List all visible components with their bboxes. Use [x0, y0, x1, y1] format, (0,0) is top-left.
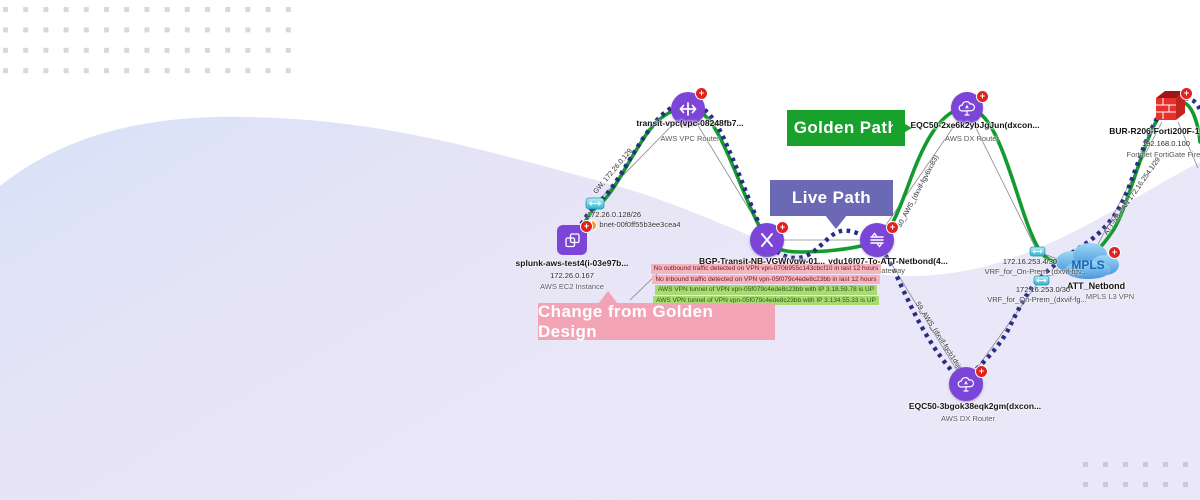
- alert-badge-icon: +: [976, 90, 989, 103]
- change-from-golden-design-callout: Change from Golden Design: [538, 291, 775, 341]
- vpn-alert-list: No outbound traffic detected on VPN vpn-…: [630, 264, 902, 306]
- dot-grid-bottom-right: [1083, 462, 1195, 498]
- dxgw-name: ydu16f07-To-ATT-Netbond(4...: [828, 256, 948, 266]
- dx-router-top-name: EQC50-2xe6k2ybJgJun(dxcon...: [910, 120, 1040, 130]
- vrf-a-cidr: 172.16.253.4/30: [1002, 257, 1058, 266]
- vpc-router-icon: [679, 102, 697, 116]
- vpn-gateway-icon: [761, 233, 773, 247]
- ec2-instance-icon: [564, 232, 580, 247]
- alert-badge-icon: +: [1180, 87, 1193, 100]
- subnet-cidr: 172.26.0.128/26: [586, 210, 642, 219]
- alert-line: AWS VPN tunnel of VPN vpn-05f079c4ede8c2…: [653, 295, 879, 305]
- vrf-a-name: VRF_for_On-Prem_(dxvif-fgv...: [984, 267, 1088, 276]
- live-path-callout: Live Path: [770, 180, 893, 229]
- ec2-ip: 172.26.0.167: [550, 271, 594, 280]
- dx-gateway-icon: [870, 232, 884, 248]
- dx-router-icon: [958, 101, 976, 116]
- ec2-type: AWS EC2 Instance: [540, 282, 604, 291]
- transit-vpc-name: transit-vpc(vpc-08248fb7...: [636, 118, 744, 128]
- firewall-type: Fortinet FortiGate Firew...: [1126, 150, 1200, 159]
- vrf-b-cidr: 172.16.253.0/30: [1015, 285, 1071, 294]
- live-path-label: Live Path: [791, 188, 872, 207]
- alert-badge-icon: +: [975, 365, 988, 378]
- mpls-label: MPLS: [1071, 258, 1104, 272]
- golden-path-label: Golden Path: [793, 118, 899, 137]
- dx-router-bottom-name: EQC50-3bgok38eqk2gm(dxcon...: [908, 401, 1042, 411]
- subnet-icon[interactable]: [585, 197, 605, 210]
- golden-path-callout: Golden Path: [787, 110, 912, 146]
- node-firewall[interactable]: [1150, 88, 1190, 128]
- vrf-b-name: VRF_for_On-Prem_(dxvif-fg...: [987, 295, 1087, 304]
- firewall-icon: [1156, 91, 1185, 120]
- mpls-cloud-icon[interactable]: MPLS: [1056, 243, 1119, 279]
- alert-badge-icon: +: [776, 221, 789, 234]
- dxgw-type: DX Gateway: [862, 266, 906, 275]
- transit-vpc-type: AWS VPC Router: [660, 134, 720, 143]
- vgw-name: BGP-Transit-NB-VGW(vgw-01...: [698, 256, 826, 266]
- alert-badge-icon: +: [886, 221, 899, 234]
- ec2-name: splunk-aws-test4(i-03e97b...: [515, 258, 629, 268]
- alert-badge-icon: +: [1108, 246, 1121, 259]
- firewall-ip: 192.168.0.100: [1142, 139, 1190, 148]
- dx-router-bottom-type: AWS DX Router: [941, 414, 995, 423]
- vrf-b-icon[interactable]: [1033, 275, 1050, 286]
- dx-router-top-type: AWS DX Router: [945, 134, 999, 143]
- dot-grid-top-left: [3, 7, 299, 79]
- alert-line: AWS VPN tunnel of VPN vpn-05f079c4ede8c2…: [654, 285, 878, 295]
- change-label: Change from Golden Design: [538, 301, 714, 341]
- mpls-type: MPLS L3 VPN: [1085, 292, 1135, 301]
- alert-line: No inbound traffic detected on VPN vpn-0…: [652, 274, 880, 284]
- node-dx-gateway[interactable]: [860, 223, 894, 257]
- vrf-a-icon[interactable]: [1029, 246, 1046, 257]
- mpls-name: ATT_Netbond: [1066, 281, 1126, 291]
- alert-badge-icon: +: [580, 220, 593, 233]
- dx-router-icon: [957, 377, 975, 392]
- subnet-name: bnet-00f0ff55b3ee3cea4: [599, 220, 681, 229]
- firewall-name: BUR-R206-Forti200F-1_(0...: [1109, 126, 1200, 136]
- alert-line: No outbound traffic detected on VPN vpn-…: [650, 264, 882, 274]
- alert-badge-icon: +: [695, 87, 708, 100]
